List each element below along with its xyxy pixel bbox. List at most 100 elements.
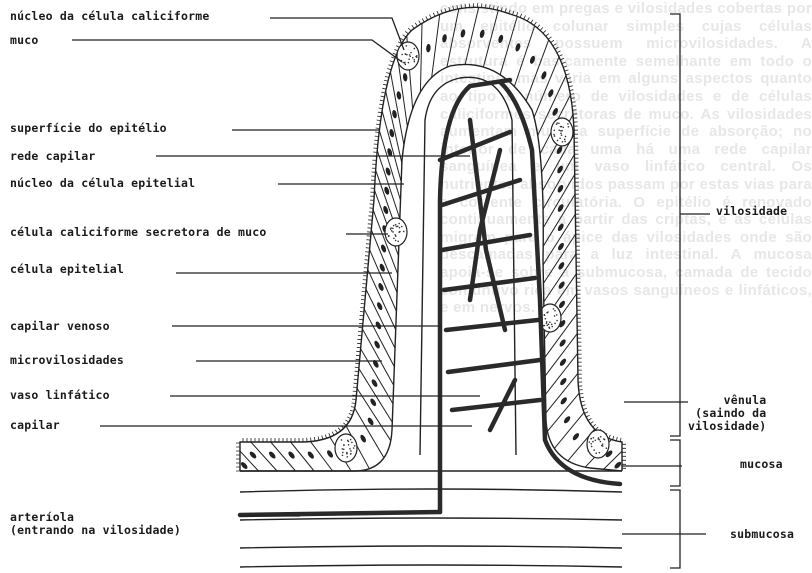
- mucus-granule: [548, 324, 550, 326]
- mucus-granule: [558, 122, 560, 124]
- mucus-granule: [399, 231, 401, 233]
- epithelial-nucleus: [613, 461, 622, 470]
- mucus-granule: [560, 130, 562, 132]
- epithelial-nucleus: [557, 242, 565, 251]
- mucus-granule: [554, 315, 556, 317]
- mucus-granule: [551, 324, 553, 326]
- epithelial-cell-wall: [545, 334, 577, 376]
- mucus-granule: [561, 134, 563, 136]
- mucus-granule: [546, 322, 548, 324]
- mucus-granule: [602, 443, 604, 445]
- label-nucleo-celula-caliciforme: núcleo da célula caliciforme: [10, 10, 209, 23]
- epithelial-nucleus: [559, 358, 568, 367]
- mucus-granule: [556, 314, 558, 316]
- epithelial-cell-wall: [420, 23, 422, 92]
- mucus-granule: [392, 228, 394, 230]
- mucus-granule: [397, 226, 399, 228]
- epithelial-nucleus: [558, 300, 566, 309]
- mucus-granule: [408, 58, 410, 60]
- mucus-granule: [543, 314, 545, 316]
- mucus-granule: [568, 126, 570, 128]
- epithelial-nucleus: [559, 377, 568, 386]
- epithelial-nucleus: [557, 223, 565, 232]
- mucus-granule: [346, 453, 348, 455]
- mucus-granule: [561, 126, 563, 128]
- epithelial-nucleus: [572, 432, 581, 441]
- mucus-granule: [557, 140, 559, 142]
- mucus-granule: [393, 225, 395, 227]
- mucus-granule: [410, 52, 412, 54]
- mucus-granule: [348, 441, 350, 443]
- mucus-granule: [593, 449, 595, 451]
- mucus-granule: [560, 133, 562, 135]
- epithelial-cell-wall: [534, 57, 559, 117]
- bracket-submucosa: [670, 490, 680, 568]
- mucus-granule: [593, 437, 595, 439]
- epithelial-nucleus: [558, 338, 567, 347]
- epithelial-cell-wall: [432, 14, 440, 77]
- mucus-granule: [350, 450, 352, 452]
- epithelial-nucleus: [306, 450, 315, 459]
- epithelial-nucleus: [377, 282, 384, 291]
- mucus-granule: [404, 62, 406, 64]
- epithelial-nucleus: [370, 378, 378, 387]
- mucus-granule: [341, 448, 343, 450]
- mucus-granule: [341, 439, 343, 441]
- mucus-granule: [598, 437, 600, 439]
- mucus-granule: [546, 321, 548, 323]
- epithelial-cell-wall: [546, 373, 578, 413]
- mucus-granule: [347, 456, 349, 458]
- label-celula-caliciforme-secretora: célula caliciforme secretora de muco: [10, 226, 266, 239]
- mucus-granule: [392, 231, 394, 233]
- label-rede-capilar: rede capilar: [10, 150, 95, 163]
- mucus-granule: [397, 241, 399, 243]
- mucus-granule: [591, 446, 593, 448]
- mucus-granule: [405, 64, 407, 66]
- epithelial-cell-wall: [500, 16, 517, 74]
- mucus-granule: [395, 224, 397, 226]
- epithelial-nucleus: [379, 263, 386, 272]
- mucus-granule: [409, 54, 411, 56]
- epithelial-nucleus: [557, 203, 565, 212]
- epithelial-cell-wall: [465, 7, 479, 64]
- mucus-granule: [599, 452, 601, 454]
- label-venula: vênula (saindo da vilosidade): [688, 394, 766, 433]
- mucus-granule: [554, 129, 556, 131]
- mucus-granule: [414, 61, 416, 63]
- mucus-granule: [547, 311, 549, 313]
- mucus-granule: [590, 438, 592, 440]
- epithelial-nucleus: [479, 29, 485, 38]
- mucus-granule: [546, 324, 548, 326]
- mucus-granule: [416, 55, 418, 57]
- mucus-granule: [350, 439, 352, 441]
- mucus-granule: [413, 59, 415, 61]
- epithelial-nucleus: [367, 417, 375, 426]
- epithelial-nucleus: [326, 449, 334, 458]
- epithelial-nucleus: [547, 88, 554, 97]
- label-capilar-venoso: capilar venoso: [10, 320, 110, 333]
- bracket-vilosidade: [670, 14, 710, 436]
- epithelial-cell-wall: [526, 40, 549, 101]
- mucus-granule: [595, 452, 597, 454]
- mucus-granule: [554, 310, 556, 312]
- epithelial-nucleus: [556, 165, 564, 174]
- submucosa-line-1: [240, 489, 622, 492]
- mucus-granule: [556, 320, 558, 322]
- epithelial-nucleus: [359, 434, 367, 443]
- capillary-vessel: [452, 400, 540, 410]
- label-superficie-epitelio: superfície do epitélio: [10, 122, 167, 135]
- mucus-granule: [562, 127, 564, 129]
- mucus-granule: [396, 226, 398, 228]
- bracket-mucosa: [670, 440, 680, 486]
- epithelial-nucleus: [403, 73, 408, 82]
- mucus-granule: [391, 230, 393, 232]
- epithelial-cell-wall: [483, 10, 498, 67]
- epithelial-cell-wall: [543, 234, 575, 283]
- mucus-granule: [601, 445, 603, 447]
- mucus-granule: [549, 327, 551, 329]
- mucus-granule: [399, 227, 401, 229]
- goblet-cell: [587, 430, 609, 458]
- label-vaso-linfatico: vaso linfático: [10, 389, 110, 402]
- mucus-granule: [351, 442, 353, 444]
